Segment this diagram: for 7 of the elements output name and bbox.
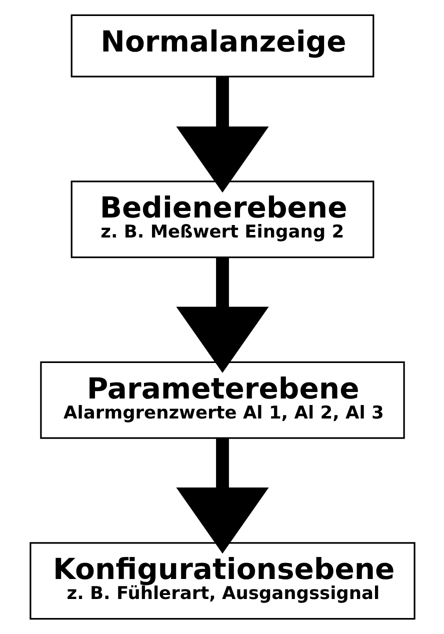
node-box: Parameterebene Alarmgrenzwerte Al 1, Al 2, Al 3 xyxy=(40,361,404,439)
node-box: Bedienerebene z. B. Meßwert Eingang 2 xyxy=(70,180,374,258)
node-box: Konfigurationsebene z. B. Fühlerart, Ausgangssignal xyxy=(29,542,415,620)
arrow xyxy=(176,77,268,193)
arrow xyxy=(176,438,268,554)
node-box: Normalanzeige xyxy=(70,14,374,78)
arrow xyxy=(176,257,268,373)
